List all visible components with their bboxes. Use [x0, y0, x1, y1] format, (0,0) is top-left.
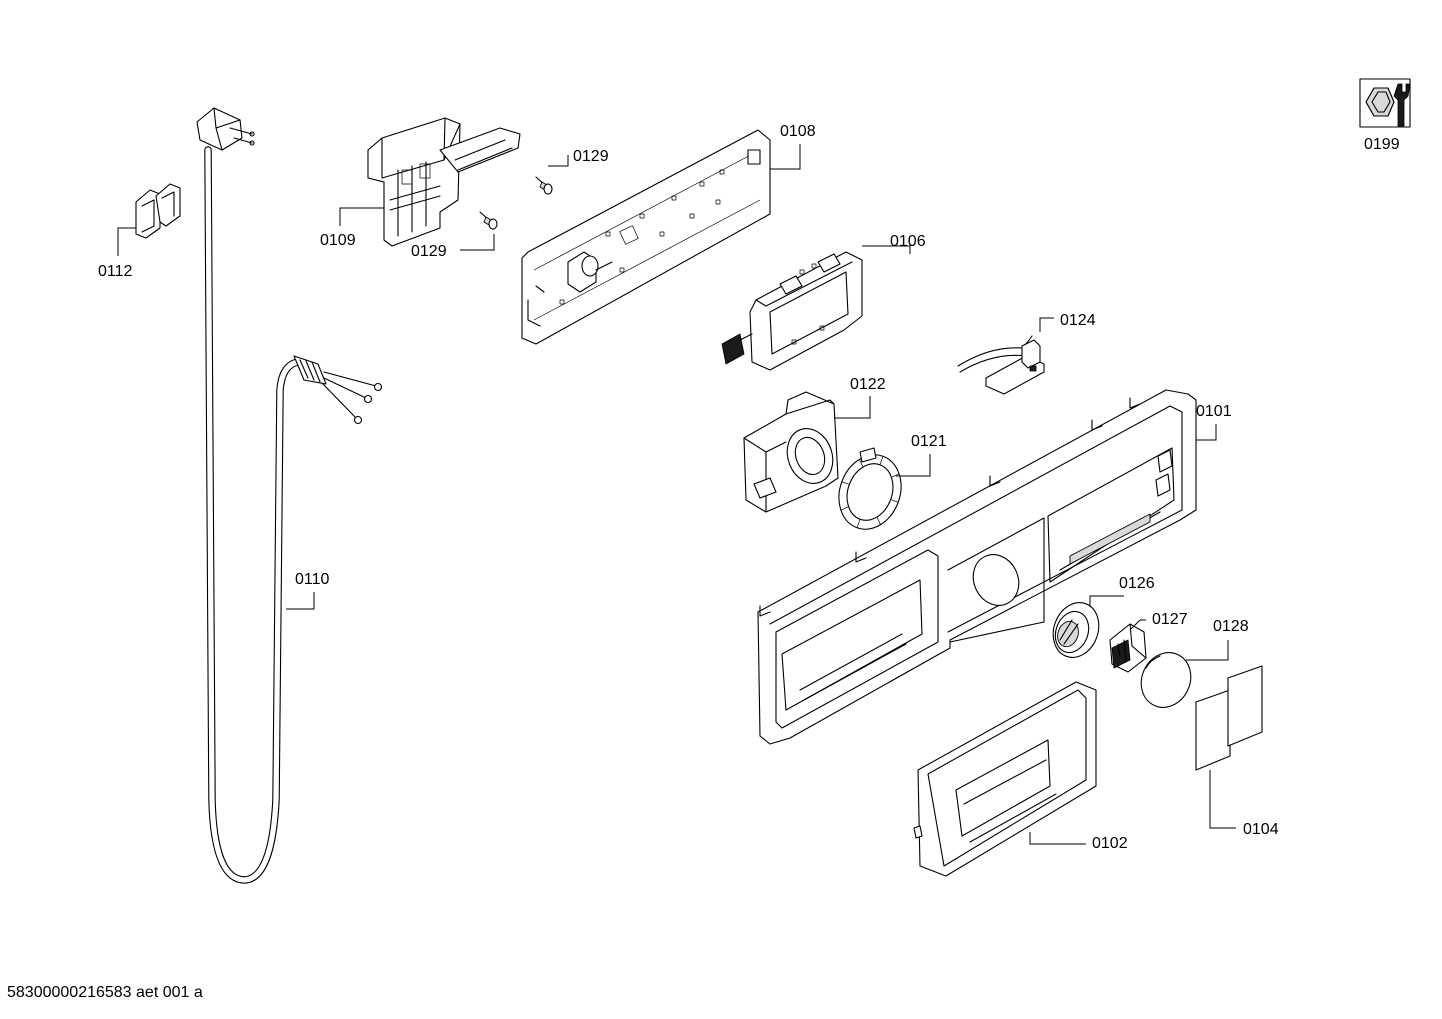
selector-holder-drawing: [743, 391, 839, 513]
part-label-0122[interactable]: 0122: [850, 376, 886, 393]
part-label-0127[interactable]: 0127: [1152, 611, 1188, 628]
knob-cap-drawing: [1140, 652, 1192, 708]
part-label-0199[interactable]: 0199: [1364, 136, 1400, 153]
part-label-0108[interactable]: 0108: [780, 123, 816, 140]
label-sheets-drawing: [1195, 665, 1263, 771]
part-label-0129-lower[interactable]: 0129: [411, 243, 447, 260]
part-label-0128[interactable]: 0128: [1213, 618, 1249, 635]
sensor-harness-drawing: [957, 335, 1045, 395]
document-id: 58300000216583 aet 001 a: [7, 984, 203, 1001]
part-label-0112[interactable]: 0112: [98, 263, 133, 280]
part-label-0124[interactable]: 0124: [1060, 312, 1096, 329]
selector-knob-drawing: [1052, 602, 1100, 658]
part-label-0101[interactable]: 0101: [1196, 403, 1232, 420]
part-labels: 0112 0110 0109 0129 0129 0108 0106 0124 …: [98, 123, 1400, 852]
drawer-handle-drawing: [913, 681, 1097, 877]
screws-drawing: [479, 176, 553, 230]
knob-adapter-drawing: [1109, 623, 1147, 673]
part-label-0104[interactable]: 0104: [1243, 821, 1279, 838]
part-label-0102[interactable]: 0102: [1092, 835, 1128, 852]
part-label-0126[interactable]: 0126: [1119, 575, 1155, 592]
display-module-drawing: [721, 251, 863, 371]
knob-ring-drawing: [838, 447, 902, 530]
control-board-drawing: [521, 129, 771, 345]
bracket-drawing: [367, 117, 521, 247]
service-tool-icon[interactable]: [1359, 78, 1411, 128]
mains-cable-drawing: [196, 107, 383, 884]
part-label-0106[interactable]: 0106: [890, 233, 926, 250]
leader-lines: [117, 144, 1236, 845]
part-label-0109[interactable]: 0109: [320, 232, 356, 249]
part-label-0121[interactable]: 0121: [911, 433, 947, 450]
cable-clip-drawing: [135, 183, 181, 239]
part-label-0110[interactable]: 0110: [295, 571, 330, 588]
fascia-drawing: [757, 389, 1197, 745]
part-label-0129-upper[interactable]: 0129: [573, 148, 609, 165]
